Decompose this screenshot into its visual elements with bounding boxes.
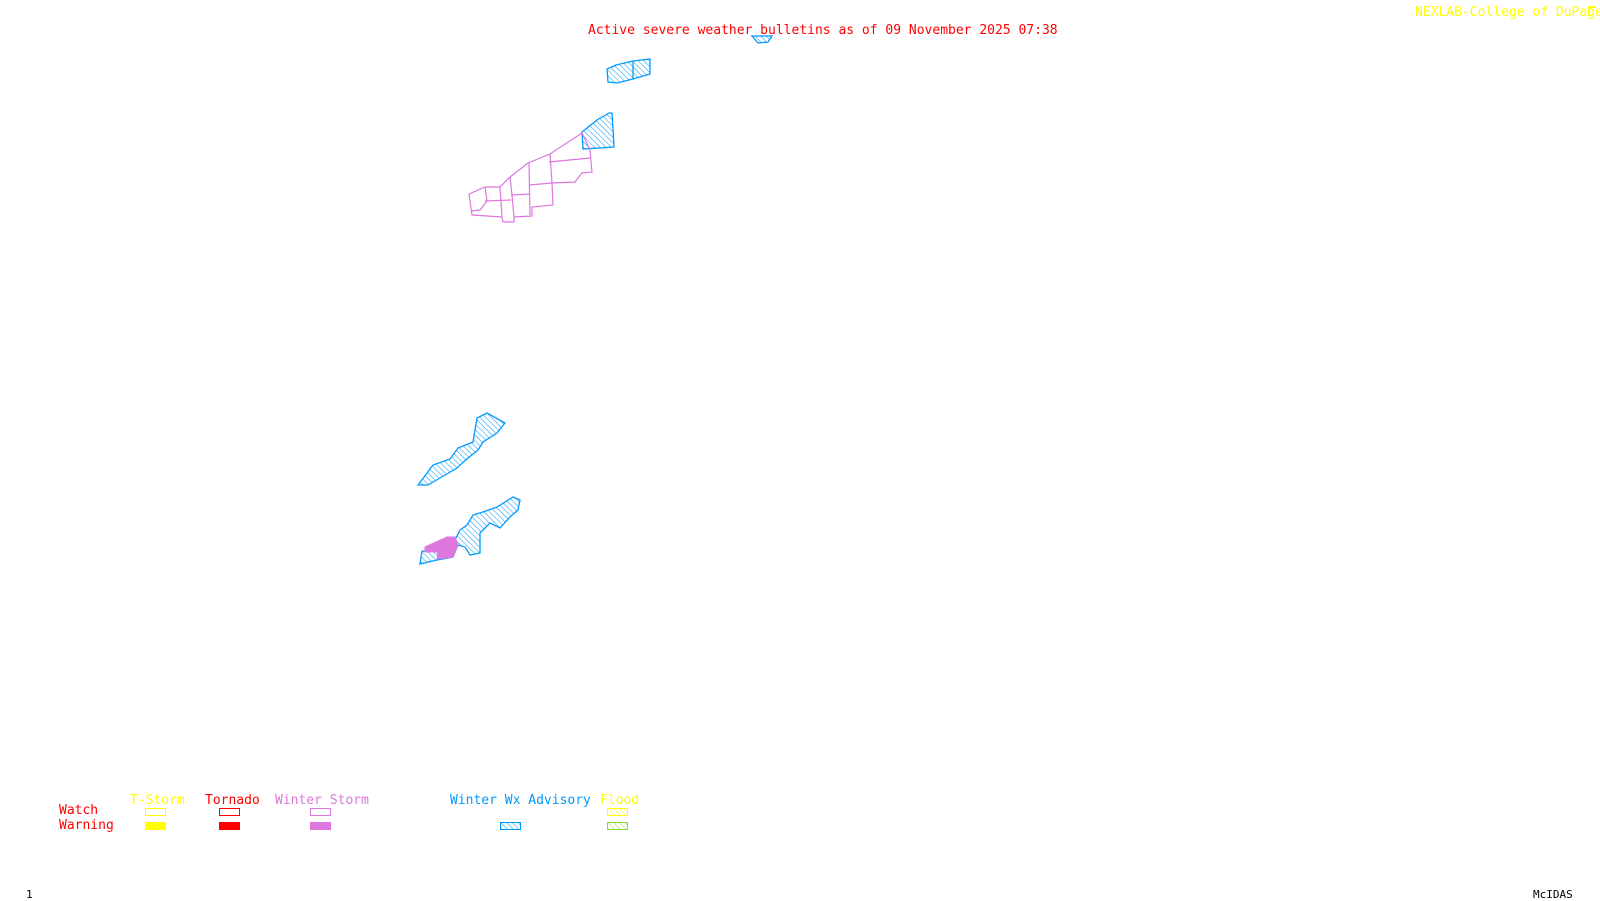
county-border <box>484 199 512 202</box>
advisory-area-lakeshore[interactable] <box>581 112 615 150</box>
map-title: Active severe weather bulletins as of 09… <box>588 23 1058 38</box>
legend-flood-warning <box>607 822 628 830</box>
advisory-area-central[interactable] <box>416 412 506 486</box>
legend-tstorm-watch <box>145 808 166 816</box>
nexlab-logo-icon <box>1588 6 1596 16</box>
legend-col-tornado: Tornado <box>205 793 260 808</box>
county-border <box>528 162 531 216</box>
legend-winter-wx-advisory <box>500 822 521 830</box>
advisory-area-northeast[interactable] <box>606 58 651 84</box>
winter-storm-watch-area[interactable] <box>468 132 593 223</box>
legend-row-warning: Warning <box>59 818 114 833</box>
legend-col-winter-wx-advisory: Winter Wx Advisory <box>450 793 591 808</box>
county-border <box>509 176 515 218</box>
legend-winter-storm-watch <box>310 808 331 816</box>
legend-flood-watch <box>607 808 628 816</box>
legend-tornado-watch <box>219 808 240 816</box>
frame-number: 1 <box>26 888 33 901</box>
legend-tstorm-warning <box>145 822 166 830</box>
county-border <box>510 193 531 196</box>
county-border <box>549 153 553 184</box>
county-border <box>528 182 553 186</box>
county-border <box>499 186 503 218</box>
legend-winter-storm-warning <box>310 822 331 830</box>
advisory-area-small-top[interactable] <box>750 35 774 44</box>
county-border <box>548 157 591 163</box>
county-border <box>471 186 488 212</box>
software-label: McIDAS <box>1533 888 1573 901</box>
advisory-area-south[interactable] <box>419 496 521 565</box>
legend-col-flood: Flood <box>600 793 640 808</box>
legend-col-winter-storm: Winter Storm <box>275 793 369 808</box>
legend-col-tstorm: T-Storm <box>130 793 185 808</box>
legend-tornado-warning <box>219 822 240 830</box>
credit-text: NEXLAB-College of DuPage <box>1415 5 1600 20</box>
legend-row-watch: Watch <box>59 803 99 818</box>
winter-storm-warning-area[interactable] <box>424 536 459 560</box>
